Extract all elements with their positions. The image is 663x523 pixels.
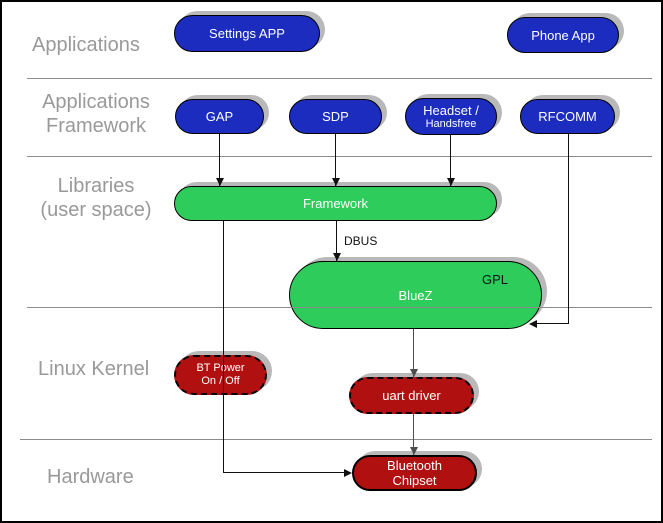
edge-rfcomm-bluez-horizontal <box>534 323 569 324</box>
node-headset-handsfree: Headset / Handsfree <box>405 98 497 135</box>
edge-sdp-framework <box>335 134 336 186</box>
node-framework: Framework <box>174 186 497 221</box>
layer-label-line: Framework <box>45 115 146 137</box>
separator-libraries <box>27 307 652 308</box>
layer-label-hardware: Hardware <box>47 466 134 488</box>
node-gap: GAP <box>175 99 264 134</box>
node-label: SDP <box>322 109 349 124</box>
edge-headset-framework <box>450 135 451 186</box>
edge-framework-bluez <box>336 221 337 261</box>
node-label: Chipset <box>392 473 437 488</box>
node-phone-app: Phone App <box>507 17 619 53</box>
arrowhead-down <box>333 253 341 261</box>
arrowhead-down <box>410 447 418 455</box>
node-label: Framework <box>302 196 368 211</box>
node-label: uart driver <box>382 388 441 403</box>
arrowhead-left <box>529 320 537 328</box>
node-sdp: SDP <box>289 99 382 134</box>
edge-rfcomm-bluez-vertical <box>568 134 569 324</box>
node-label: BlueZ <box>398 287 433 303</box>
separator-kernel <box>20 439 652 440</box>
node-label: Headset / <box>423 102 479 118</box>
node-label: Bluetooth <box>387 458 442 473</box>
node-label: Phone App <box>531 27 595 43</box>
gpl-badge: GPL <box>482 272 509 287</box>
node-bluetooth-chipset: Bluetooth Chipset <box>352 455 477 491</box>
dbus-edge-label: DBUS <box>344 234 378 248</box>
arrowhead-right <box>344 469 352 477</box>
node-rfcomm: RFCOMM <box>520 99 615 134</box>
layer-label-libraries: Libraries (user space) <box>22 174 170 222</box>
node-label: RFCOMM <box>538 109 597 124</box>
layer-label-applications: Applications <box>32 34 140 56</box>
node-label: Handsfree <box>425 117 477 130</box>
edge-framework-chipset-vertical <box>223 221 224 473</box>
arrowhead-down <box>332 178 340 186</box>
node-label: BT Power <box>196 362 245 374</box>
node-bluez: BlueZ <box>289 261 542 329</box>
arrowhead-down <box>447 178 455 186</box>
node-label: On / Off <box>201 375 240 387</box>
node-uart-driver: uart driver <box>349 377 474 414</box>
node-label: Settings APP <box>209 26 285 41</box>
layer-label-line: Applications <box>42 91 150 113</box>
arrowhead-down <box>410 369 418 377</box>
edge-bluez-uart <box>413 329 414 377</box>
edge-framework-chipset-horizontal <box>223 472 345 473</box>
node-label: GAP <box>205 109 234 124</box>
layer-label-line: Libraries <box>57 175 135 197</box>
node-bt-power: BT Power On / Off <box>174 355 267 395</box>
layer-label-applications-framework: Applications Framework <box>27 90 165 138</box>
layer-label-line: (user space) <box>40 199 152 221</box>
edge-uart-chipset <box>413 414 414 455</box>
node-settings-app: Settings APP <box>174 15 320 52</box>
layer-label-linux-kernel: Linux Kernel <box>38 358 150 380</box>
separator-framework <box>27 156 652 157</box>
arrowhead-down <box>216 178 224 186</box>
edge-gap-framework <box>219 134 220 186</box>
separator-applications <box>27 78 652 79</box>
